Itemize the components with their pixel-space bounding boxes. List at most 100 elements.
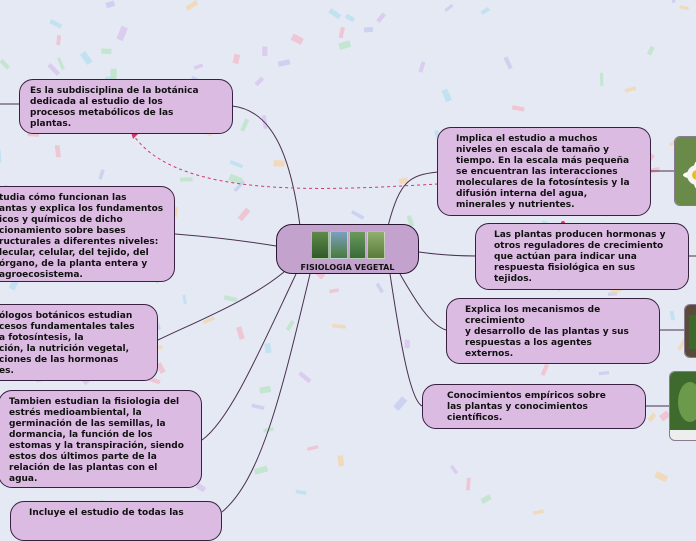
confetti-piece <box>654 471 669 483</box>
confetti-piece <box>648 167 660 174</box>
central-image <box>311 231 385 259</box>
dashed-relation-link <box>133 135 439 189</box>
connector-line <box>174 233 277 247</box>
confetti-piece <box>328 8 342 20</box>
node-how-plants-work[interactable]: tudia cómo funcionan las antas y explica… <box>0 186 175 282</box>
confetti-piece <box>182 294 187 305</box>
confetti-piece <box>98 169 105 180</box>
confetti-piece <box>236 326 245 340</box>
confetti-piece <box>105 0 116 9</box>
confetti-piece <box>233 179 246 193</box>
confetti-piece <box>101 48 112 55</box>
confetti-piece <box>79 50 93 66</box>
central-title: FISIOLOGIA VEGETAL <box>300 263 395 272</box>
node-definition[interactable]: Es la subdisciplina de la botánica dedic… <box>19 79 233 134</box>
node-empirical-knowledge[interactable]: Conocimientos empíricos sobre las planta… <box>422 384 646 429</box>
confetti-piece <box>202 316 216 325</box>
confetti-piece <box>329 288 340 294</box>
confetti-piece <box>0 149 2 163</box>
node-growth-mechanisms[interactable]: Explica los mecanismos de crecimiento y … <box>446 298 660 364</box>
confetti-piece <box>285 319 295 332</box>
confetti-piece <box>180 177 193 182</box>
confetti-piece <box>418 61 426 73</box>
connector-line <box>231 105 301 227</box>
confetti-piece <box>307 444 319 452</box>
confetti-piece <box>532 509 544 515</box>
confetti-piece <box>658 410 671 422</box>
confetti-piece <box>232 53 241 64</box>
confetti-piece <box>185 0 199 11</box>
confetti-piece <box>480 494 492 504</box>
confetti-piece <box>647 412 657 423</box>
connector-line <box>387 171 439 227</box>
confetti-piece <box>116 25 128 42</box>
confetti-piece <box>277 59 291 67</box>
leaf-photo <box>669 371 696 441</box>
confetti-piece <box>376 12 386 23</box>
confetti-piece <box>54 144 61 158</box>
node-fundamental-processes[interactable]: ólogos botánicos estudian cesos fundamen… <box>0 304 158 381</box>
confetti-piece <box>262 46 268 56</box>
confetti-piece <box>503 56 513 70</box>
flower-photo <box>674 136 696 206</box>
confetti-piece <box>195 482 207 493</box>
confetti-piece <box>57 57 65 70</box>
node-includes-study[interactable]: Incluye el estudio de todas las <box>10 501 222 541</box>
confetti-piece <box>47 63 61 76</box>
confetti-piece <box>253 465 269 475</box>
confetti-piece <box>363 27 374 33</box>
confetti-piece <box>540 363 549 376</box>
confetti-piece <box>449 464 459 475</box>
connector-line <box>157 271 285 341</box>
confetti-piece <box>444 3 454 12</box>
connector-line <box>418 251 477 257</box>
confetti-piece <box>273 160 285 167</box>
confetti-piece <box>441 88 452 103</box>
confetti-piece <box>338 26 345 39</box>
confetti-piece <box>193 63 204 70</box>
confetti-piece <box>240 118 250 132</box>
confetti-piece <box>229 160 244 169</box>
confetti-piece <box>251 403 265 411</box>
confetti-piece <box>332 323 346 329</box>
connector-line <box>201 273 297 441</box>
confetti-piece <box>338 40 352 50</box>
confetti-piece <box>337 455 345 467</box>
confetti-piece <box>0 58 11 70</box>
connector-line <box>399 273 447 331</box>
confetti-piece <box>259 385 272 394</box>
confetti-piece <box>264 343 272 354</box>
confetti-piece <box>375 282 384 294</box>
confetti-piece <box>237 207 251 222</box>
confetti-piece <box>290 33 304 45</box>
central-topic[interactable]: FISIOLOGIA VEGETAL <box>276 224 419 274</box>
confetti-piece <box>110 68 117 81</box>
confetti-piece <box>393 396 408 411</box>
confetti-piece <box>600 72 604 86</box>
confetti-piece <box>598 371 610 376</box>
confetti-piece <box>351 210 365 220</box>
confetti-piece <box>511 105 525 112</box>
plant-photo <box>684 304 696 358</box>
confetti-piece <box>223 295 238 303</box>
confetti-piece <box>466 477 471 491</box>
confetti-piece <box>624 86 637 93</box>
connector-line <box>389 273 423 407</box>
node-hormones[interactable]: Las plantas producen hormonas y otros re… <box>475 223 689 290</box>
confetti-piece <box>228 173 243 185</box>
confetti-piece <box>344 13 355 23</box>
node-environmental-stress[interactable]: Tambien estudian la fisiologia del estré… <box>0 390 202 488</box>
confetti-piece <box>295 489 307 495</box>
confetti-piece <box>406 215 415 228</box>
connector-layer <box>0 103 696 513</box>
confetti-piece <box>49 19 63 29</box>
connector-line <box>221 273 311 513</box>
confetti-piece <box>404 339 410 349</box>
confetti-piece <box>254 76 265 87</box>
confetti-piece <box>679 5 690 11</box>
confetti-piece <box>298 371 312 384</box>
confetti-piece <box>647 45 655 56</box>
confetti-piece <box>155 362 166 374</box>
node-scale-levels[interactable]: Implica el estudio a muchos niveles en e… <box>437 127 651 216</box>
confetti-piece <box>398 177 409 185</box>
